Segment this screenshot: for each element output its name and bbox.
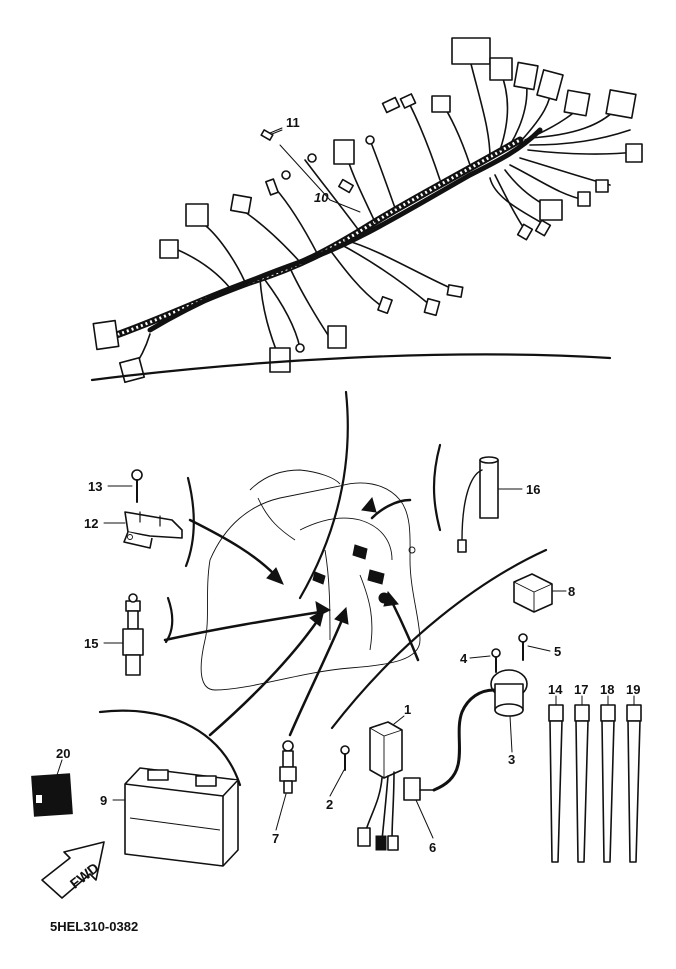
cable-band-18 [600,704,616,863]
callout-7: 7 [272,831,279,846]
callout-1: 1 [404,702,411,717]
label-plate [31,773,73,817]
callout-11: 11 [286,115,300,130]
screw-5 [518,633,528,661]
callout-20: 20 [56,746,70,761]
ignitor-unit [357,721,403,851]
switch-part [122,593,144,676]
ignition-coil [403,669,528,801]
fuse [260,127,283,141]
callout-18: 18 [600,682,614,697]
callout-5: 5 [554,644,561,659]
section-divider [298,390,349,600]
cable-band-17 [574,704,590,863]
callout-14: 14 [548,682,563,697]
callout-19: 19 [626,682,640,697]
callout-4: 4 [460,651,468,666]
callout-17: 17 [574,682,588,697]
battery [124,767,239,867]
cable-bands [548,704,642,863]
drawing-code: 5HEL310-0382 [50,919,138,934]
cable-band-19 [626,704,642,863]
callout-12: 12 [84,516,98,531]
forward-direction-arrow: FWD [41,841,105,899]
callout-6: 6 [429,840,436,855]
assembly-arrows [163,496,420,737]
callout-labels: 11 10 13 12 16 8 15 4 5 14 17 18 19 1 3 … [56,115,640,855]
callout-8: 8 [568,584,575,599]
callout-16: 16 [526,482,540,497]
screw-4 [491,648,501,673]
callout-10: 10 [314,190,329,205]
part-brackets [98,443,548,787]
throttle-grip [457,456,499,553]
callout-9: 9 [100,793,107,808]
fuse-holder-bracket [123,469,183,549]
cable-band-14 [548,704,564,863]
section-divider [90,353,612,382]
callout-2: 2 [326,797,333,812]
callout-15: 15 [84,636,98,651]
leader-lines [55,129,635,839]
motorcycle-frame-outline [200,469,421,691]
neutral-switch [279,740,297,794]
callout-13: 13 [88,479,102,494]
wire-harness [92,37,643,384]
relay [513,573,553,613]
bolt-2 [340,745,350,771]
callout-3: 3 [508,752,515,767]
